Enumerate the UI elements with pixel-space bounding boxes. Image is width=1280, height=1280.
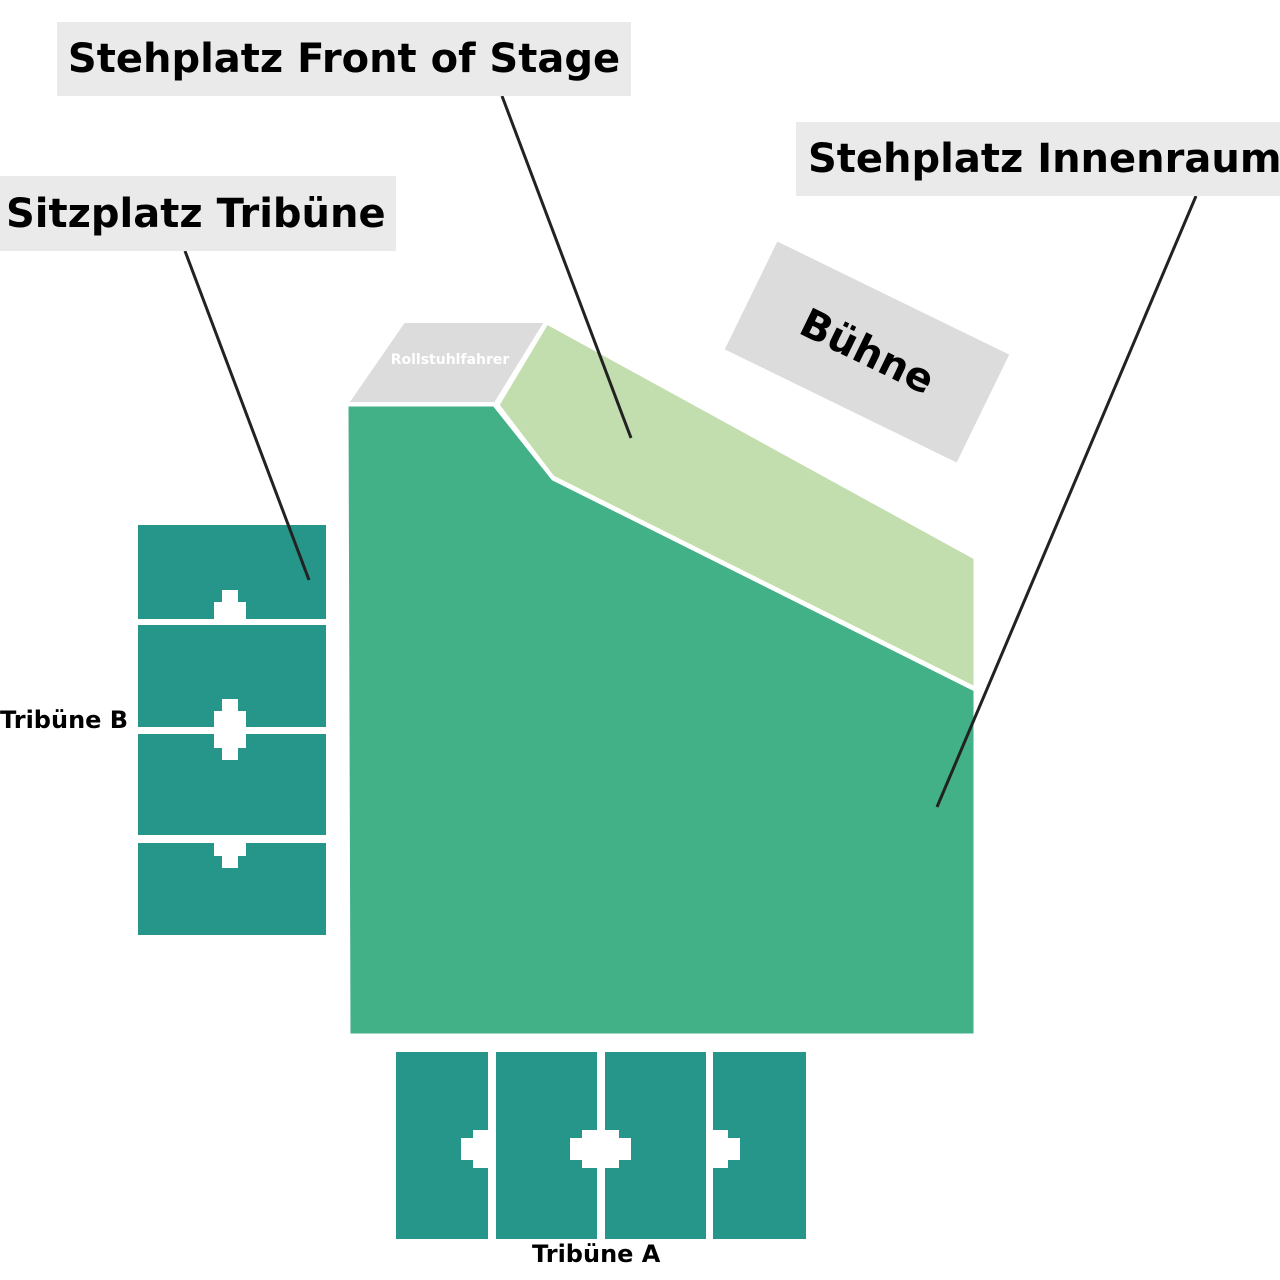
zone-rollstuhlfahrer[interactable] [346,321,547,404]
tribune-a-label: Tribüne A [532,1240,661,1268]
stage-label: Bühne [792,299,942,405]
tribune-b-label: Tribüne B [0,706,129,734]
zone-stehplatz-innenraum[interactable] [345,403,977,1037]
leader-lines [183,95,1198,808]
tribune-b [138,525,326,935]
callout-front-of-stage: Stehplatz Front of Stage [57,22,631,96]
zone-stehplatz-front-of-stage[interactable] [496,320,977,691]
leader-line-sitzplatz [183,250,311,581]
wheelchair-label: Rollstuhlfahrer [390,352,510,368]
callout-sitzplatz-tribune: Sitzplatz Tribüne [0,176,396,251]
tribune-b-stairs [214,590,246,868]
leader-line-innenraum [935,195,1198,808]
leader-line-front-of-stage [500,95,633,439]
tribune-a [396,1052,806,1239]
tribune-a-stairs [461,1130,740,1168]
callout-innenraum: Stehplatz Innenraum [796,122,1280,196]
